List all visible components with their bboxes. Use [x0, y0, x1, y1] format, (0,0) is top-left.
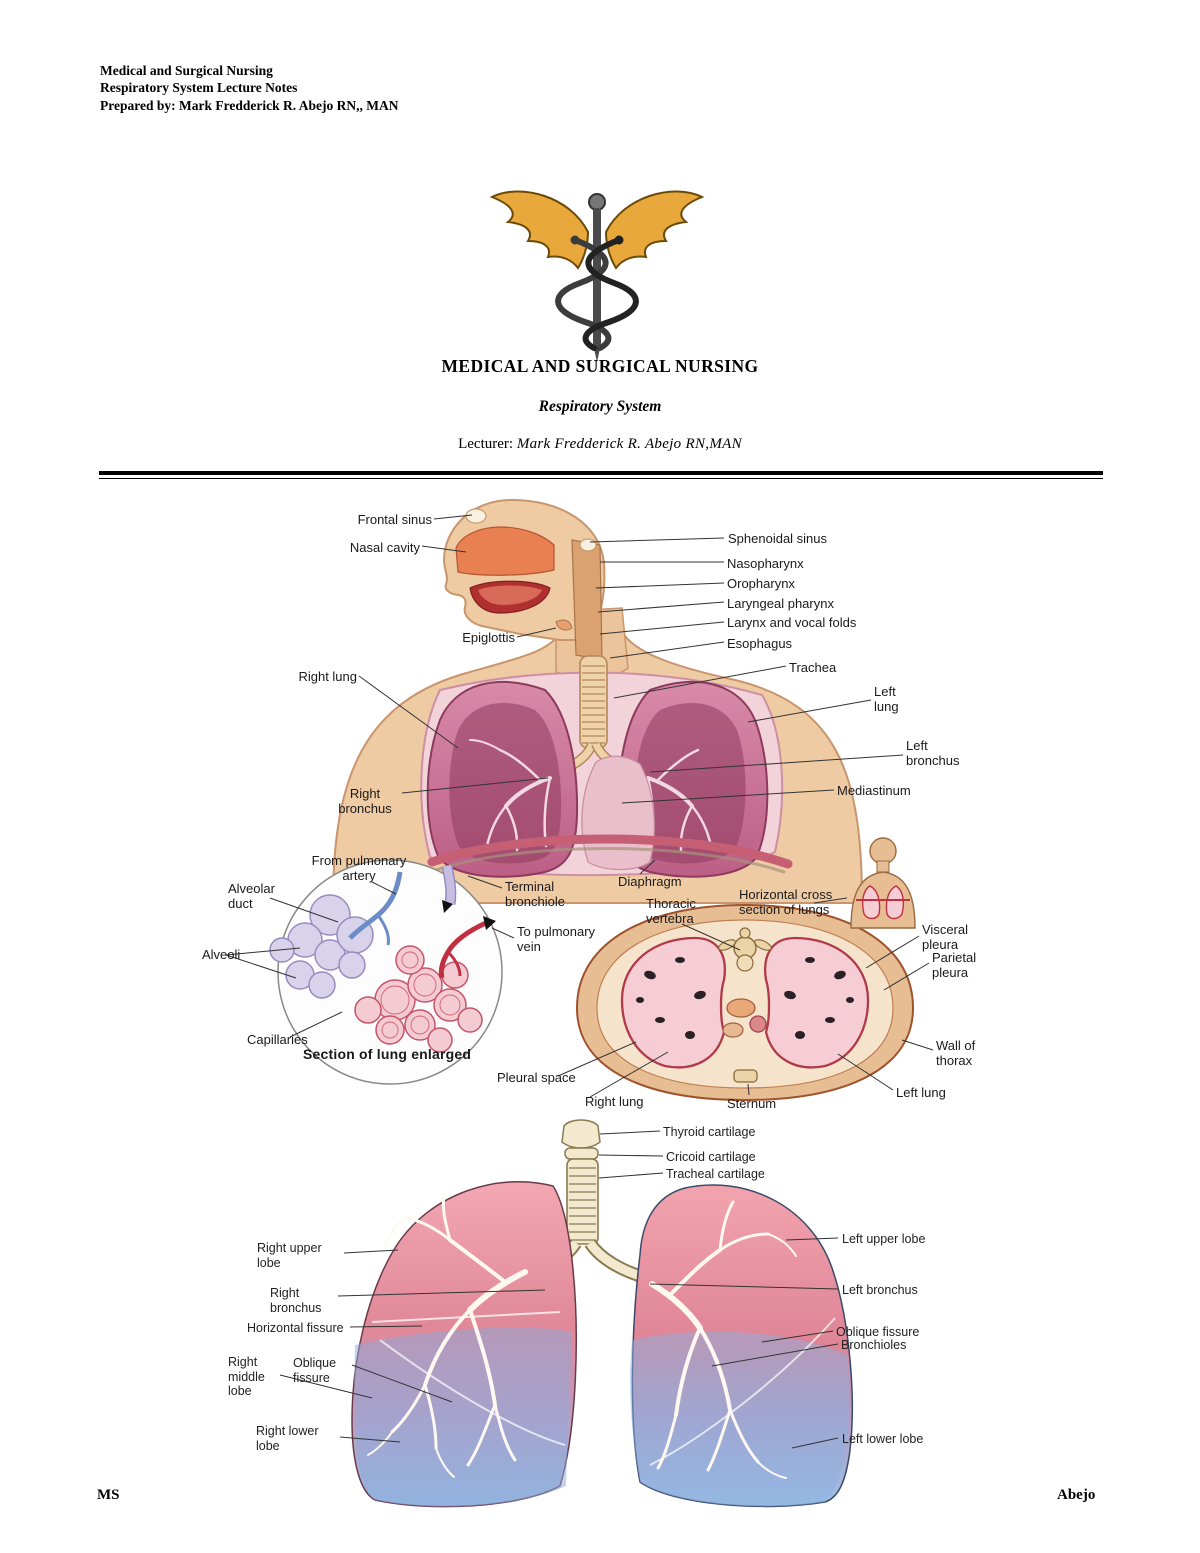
label-right-bronchus-anterior: Right bronchus	[270, 1286, 322, 1315]
lecturer-line: Lecturer: Mark Fredderick R. Abejo RN,MA…	[0, 436, 1200, 453]
label-parietal-pleura: Parietal pleura	[932, 950, 977, 981]
label-wall-of-thorax: Wall of thorax	[936, 1038, 976, 1069]
footer-right: Abejo	[1057, 1487, 1096, 1503]
caduceus-icon	[489, 190, 705, 362]
label-cricoid-cartilage: Cricoid cartilage	[666, 1150, 756, 1164]
label-left-lung-section: Left lung	[896, 1085, 946, 1100]
lecturer-name: Mark Fredderick R. Abejo RN,MAN	[516, 436, 742, 452]
label-right-upper-lobe: Right upper lobe	[257, 1241, 322, 1270]
label-trachea: Trachea	[789, 660, 837, 675]
figure-lungs-anterior-art	[351, 1119, 853, 1508]
label-terminal-bronchiole: Terminal bronchiole	[505, 879, 565, 910]
label-thoracic-vertebra: Thoracic vertebra	[646, 896, 696, 927]
footer-left: MS	[97, 1487, 120, 1503]
label-horizontal-cross-section: Horizontal cross section of lungs	[739, 887, 833, 918]
label-from-pulmonary-artery: From pulmonary artery	[311, 853, 407, 884]
label-capillaries: Capillaries	[247, 1032, 308, 1047]
label-diaphragm: Diaphragm	[618, 874, 682, 889]
label-laryngeal-pharynx: Laryngeal pharynx	[727, 596, 834, 611]
label-nasopharynx: Nasopharynx	[727, 556, 804, 571]
label-esophagus: Esophagus	[727, 636, 793, 651]
label-alveolar-duct: Alveolar duct	[228, 881, 275, 912]
label-right-lung-section: Right lung	[585, 1094, 644, 1109]
label-right-lower-lobe: Right lower lobe	[256, 1424, 319, 1453]
label-left-lower-lobe: Left lower lobe	[842, 1432, 924, 1446]
label-alveoli: Alveoli	[202, 947, 241, 962]
label-larynx-vocal-folds: Larynx and vocal folds	[727, 615, 857, 630]
page-subtitle: Respiratory System	[538, 398, 662, 415]
header-course: Medical and Surgical Nursing	[100, 63, 273, 78]
label-left-lung: Left lung	[874, 684, 899, 715]
label-epiglottis: Epiglottis	[462, 630, 515, 645]
label-left-upper-lobe: Left upper lobe	[842, 1232, 926, 1246]
label-right-middle-lobe: Right middle lobe	[228, 1355, 265, 1398]
label-horizontal-fissure: Horizontal fissure	[247, 1321, 344, 1335]
label-sternum: Sternum	[727, 1096, 777, 1111]
doc-header: Medical and Surgical Nursing Respiratory…	[100, 62, 398, 114]
label-mediastinum: Mediastinum	[837, 783, 911, 798]
label-pleural-space: Pleural space	[497, 1070, 576, 1085]
label-oblique-fissure-left: Oblique fissure	[293, 1356, 337, 1385]
label-sphenoidal-sinus: Sphenoidal sinus	[728, 531, 828, 546]
label-thyroid-cartilage: Thyroid cartilage	[663, 1125, 756, 1139]
label-visceral-pleura: Visceral pleura	[922, 922, 969, 953]
label-frontal-sinus: Frontal sinus	[357, 512, 432, 527]
label-nasal-cavity: Nasal cavity	[349, 540, 420, 555]
label-right-bronchus: Right bronchus	[338, 786, 392, 817]
label-to-pulmonary-vein: To pulmonary vein	[517, 924, 596, 955]
lecturer-label: Lecturer:	[458, 436, 514, 452]
horizontal-rule	[99, 471, 1103, 479]
label-bronchioles: Bronchioles	[841, 1338, 907, 1352]
header-topic: Respiratory System Lecture Notes	[100, 80, 298, 96]
label-oblique-fissure-right: Oblique fissure	[836, 1325, 920, 1339]
header-prepared-by: Prepared by: Mark Fredderick R. Abejo RN…	[100, 97, 399, 113]
label-left-bronchus-anterior: Left bronchus	[842, 1283, 918, 1297]
figure-caption-section-of-lung: Section of lung enlarged	[303, 1046, 472, 1062]
label-oropharynx: Oropharynx	[727, 576, 795, 591]
label-tracheal-cartilage: Tracheal cartilage	[666, 1167, 765, 1181]
label-left-bronchus: Left bronchus	[906, 738, 960, 769]
label-right-lung: Right lung	[298, 669, 357, 684]
page-title: MEDICAL AND SURGICAL NURSING	[441, 356, 759, 376]
